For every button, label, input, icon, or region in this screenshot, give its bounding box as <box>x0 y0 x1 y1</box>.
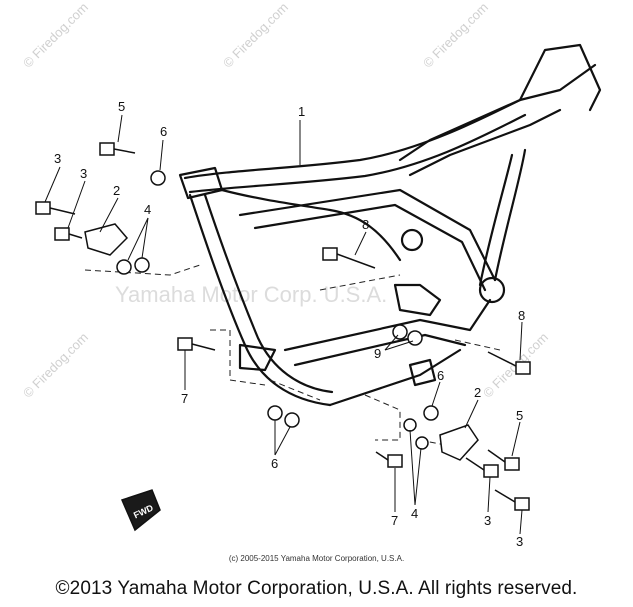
guide-line <box>364 394 401 441</box>
bolt-shaft <box>465 457 485 471</box>
engine-mount-upper <box>400 228 424 252</box>
nut <box>423 405 439 421</box>
frame-lower-cradle <box>283 298 492 352</box>
callout-5: 5 <box>118 99 125 114</box>
bolt-shaft <box>487 351 517 367</box>
bolt-shaft <box>68 233 83 239</box>
nut <box>150 170 166 186</box>
rear-subframe <box>518 43 602 112</box>
nut <box>415 436 429 450</box>
bolt-head <box>504 457 520 471</box>
frame-top-tube-inner <box>188 113 527 194</box>
bolt-head <box>483 464 499 478</box>
guide-line <box>84 264 201 276</box>
bolt-shaft <box>191 343 216 351</box>
frame-lower-cradle-inner <box>293 333 467 367</box>
bolt-shaft <box>375 451 389 461</box>
swingarm-pivot <box>478 276 506 304</box>
callout-5: 5 <box>516 408 523 423</box>
guide-line <box>269 379 321 401</box>
steering-head <box>178 166 224 200</box>
guide-line <box>319 274 401 291</box>
nut <box>134 257 150 273</box>
bolt-shaft <box>487 449 506 463</box>
callout-2: 2 <box>474 385 481 400</box>
bolt-shaft <box>113 148 136 154</box>
bracket-part <box>84 223 129 256</box>
lower-engine-bracket <box>408 358 437 387</box>
callout-7: 7 <box>181 391 188 406</box>
callout-3: 3 <box>80 166 87 181</box>
nut <box>403 418 417 432</box>
bolt-head <box>177 337 193 351</box>
rear-shock-tube-inner <box>478 153 514 287</box>
bolt-head <box>35 201 51 215</box>
copyright-footer: ©2013 Yamaha Motor Corporation, U.S.A. A… <box>55 578 578 599</box>
nut <box>267 405 283 421</box>
nut <box>284 412 300 428</box>
bolt-head <box>387 454 403 468</box>
callout-3: 3 <box>54 151 61 166</box>
frame-top-tube <box>183 98 522 180</box>
callout-8: 8 <box>518 308 525 323</box>
callout-8: 8 <box>362 217 369 232</box>
fwd-arrow-icon: FWD <box>120 489 161 532</box>
bolt-head <box>322 247 338 261</box>
bolt-shaft <box>494 489 516 503</box>
callout-1: 1 <box>298 104 305 119</box>
frame-cross-tube <box>220 188 402 262</box>
bolt-head <box>54 227 70 241</box>
bolt-head <box>515 361 531 375</box>
callout-9: 9 <box>374 346 381 361</box>
callout-2: 2 <box>113 183 120 198</box>
bolt-head <box>514 497 530 511</box>
frame-bottom-rail <box>328 348 462 407</box>
callout-3: 3 <box>516 534 523 549</box>
nut <box>116 259 132 275</box>
frame-rear-loop <box>398 63 597 162</box>
front-engine-bracket <box>238 343 277 372</box>
credit-small: (c) 2005-2015 Yamaha Motor Corporation, … <box>228 554 405 563</box>
frame-upper-rail-inner <box>253 203 487 292</box>
engine-mount-bracket <box>393 283 442 317</box>
frame-rear-loop-lower <box>408 108 562 177</box>
bolt-head <box>99 142 115 156</box>
rear-shock-tube <box>493 148 527 282</box>
nut <box>392 324 408 340</box>
callout-6: 6 <box>437 368 444 383</box>
guide-line <box>210 329 266 386</box>
bolt-shaft <box>49 207 76 215</box>
bracket-part <box>439 424 479 461</box>
guide-line <box>454 339 501 351</box>
bolt-shaft <box>336 253 376 269</box>
callout-6: 6 <box>271 456 278 471</box>
frame-downtube-left-inner <box>203 193 334 394</box>
callout-7: 7 <box>391 513 398 528</box>
frame-upper-rail <box>238 188 497 282</box>
callout-4: 4 <box>411 506 418 521</box>
callout-4: 4 <box>144 202 151 217</box>
callout-6: 6 <box>160 124 167 139</box>
callout-3: 3 <box>484 513 491 528</box>
nut <box>407 330 423 346</box>
